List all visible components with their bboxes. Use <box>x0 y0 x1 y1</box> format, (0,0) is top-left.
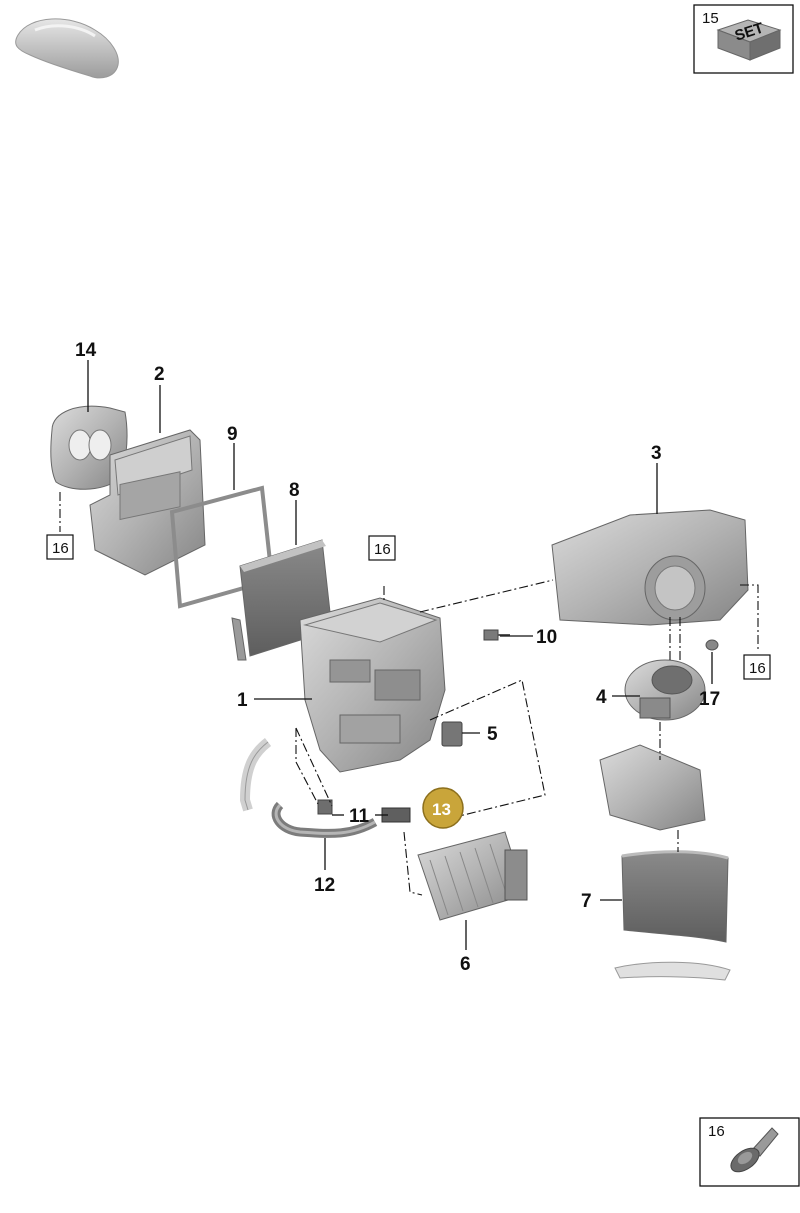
part-11-valve[interactable] <box>317 799 333 815</box>
inset-set-number: 15 <box>702 10 719 27</box>
part-6-heater-core[interactable] <box>417 831 528 921</box>
label-2[interactable]: 2 <box>154 364 165 385</box>
vehicle-thumbnail <box>15 18 119 79</box>
part-1-hvac-unit[interactable] <box>299 597 446 773</box>
label-6[interactable]: 6 <box>460 954 471 975</box>
set-box-icon: SET <box>716 19 782 61</box>
label-5[interactable]: 5 <box>487 724 498 745</box>
label-7[interactable]: 7 <box>581 891 592 912</box>
svg-text:16: 16 <box>749 660 766 677</box>
label-13-highlight[interactable]: 13 <box>422 787 464 829</box>
part-14-seal[interactable] <box>50 405 128 490</box>
inset-screw-number: 16 <box>708 1123 725 1140</box>
part-17-grommet[interactable] <box>705 639 719 651</box>
label-12[interactable]: 12 <box>314 875 335 896</box>
label-14[interactable]: 14 <box>75 340 97 361</box>
filter-clip <box>614 961 731 981</box>
svg-text:16: 16 <box>374 541 391 558</box>
part-5-actuator[interactable] <box>441 721 463 747</box>
ref-box-16-mid[interactable]: 16 <box>368 535 396 561</box>
svg-text:16: 16 <box>52 540 69 557</box>
label-13: 13 <box>432 800 451 819</box>
part-12-hose[interactable] <box>271 801 378 838</box>
label-11[interactable]: 11 <box>349 806 370 827</box>
label-8[interactable]: 8 <box>289 480 300 501</box>
label-9[interactable]: 9 <box>227 424 238 445</box>
part-4-blower-motor[interactable] <box>624 659 706 721</box>
part-7-cabin-filter[interactable] <box>621 850 729 943</box>
screw-icon <box>730 1127 779 1173</box>
leader-lines <box>87 360 713 950</box>
part-3-blower-housing[interactable] <box>551 509 749 626</box>
ref-box-16-right[interactable]: 16 <box>743 654 771 680</box>
inset-set-kit[interactable]: 15 SET <box>693 4 794 74</box>
assembly-lines <box>59 492 759 896</box>
inset-screw[interactable]: 16 <box>699 1117 800 1187</box>
label-17[interactable]: 17 <box>699 689 720 710</box>
filter-housing <box>599 744 706 831</box>
label-10[interactable]: 10 <box>536 627 557 648</box>
label-1[interactable]: 1 <box>237 690 248 711</box>
label-4[interactable]: 4 <box>596 687 607 708</box>
ref-box-16-left[interactable]: 16 <box>46 534 74 560</box>
label-3[interactable]: 3 <box>651 443 662 464</box>
drain-hose <box>239 738 272 812</box>
part-10-sensor[interactable] <box>483 629 510 641</box>
